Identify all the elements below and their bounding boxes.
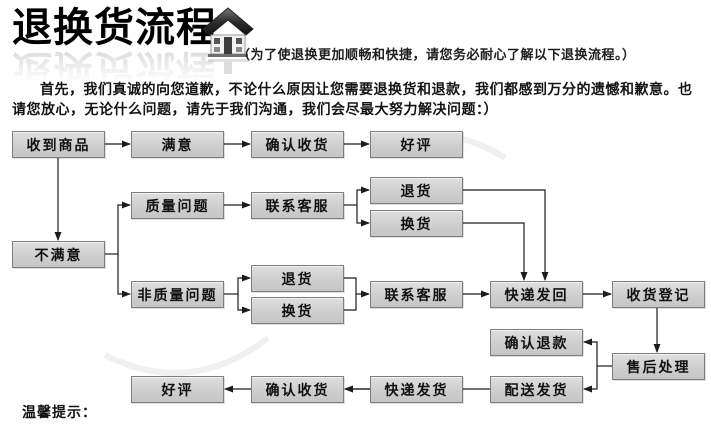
flow-node-express-shipping: 快递发货 [370, 376, 463, 403]
flow-node-exchange-goods-2: 换货 [251, 297, 344, 324]
flow-node-after-sales-processing: 售后处理 [612, 353, 705, 380]
flow-node-express-send-back: 快递发回 [490, 281, 583, 308]
flow-node-good-review-top: 好评 [370, 131, 463, 158]
flow-node-received-goods: 收到商品 [12, 131, 105, 158]
flow-node-dispatch-shipping: 配送发货 [490, 376, 583, 403]
page-title: 退换货流程 [12, 5, 217, 51]
flow-node-contact-service-2: 联系客服 [370, 281, 463, 308]
flow-node-confirm-refund: 确认退款 [490, 329, 583, 356]
flow-node-return-goods-1: 退货 [370, 177, 463, 204]
flow-node-unsatisfied: 不满意 [12, 241, 105, 268]
intro-paragraph: 首先，我们真诚的向您道歉，不论什么原因让您需要退换货和退款，我们都感到万分的遗憾… [12, 82, 693, 118]
flow-node-confirm-receipt-bottom: 确认收货 [251, 376, 344, 403]
warm-tips-label: 温馨提示： [22, 405, 97, 421]
flow-node-receipt-registration: 收货登记 [612, 281, 705, 308]
flow-node-confirm-receipt-top: 确认收货 [251, 131, 344, 158]
flow-node-return-goods-2: 退货 [251, 265, 344, 292]
flow-node-exchange-goods-1: 换货 [370, 210, 463, 237]
flow-node-satisfied: 满意 [131, 131, 224, 158]
house-icon [202, 7, 254, 74]
flow-node-good-review-bottom: 好评 [131, 376, 224, 403]
flow-node-contact-service-1: 联系客服 [251, 192, 344, 219]
watermark-swirls [103, 131, 507, 376]
flow-node-quality-issue: 质量问题 [131, 192, 224, 219]
flow-node-non-quality-issue: 非质量问题 [131, 281, 224, 308]
subtitle: （为了使退换更加顺畅和快捷，请您务必耐心了解以下退换流程。） [237, 48, 636, 63]
